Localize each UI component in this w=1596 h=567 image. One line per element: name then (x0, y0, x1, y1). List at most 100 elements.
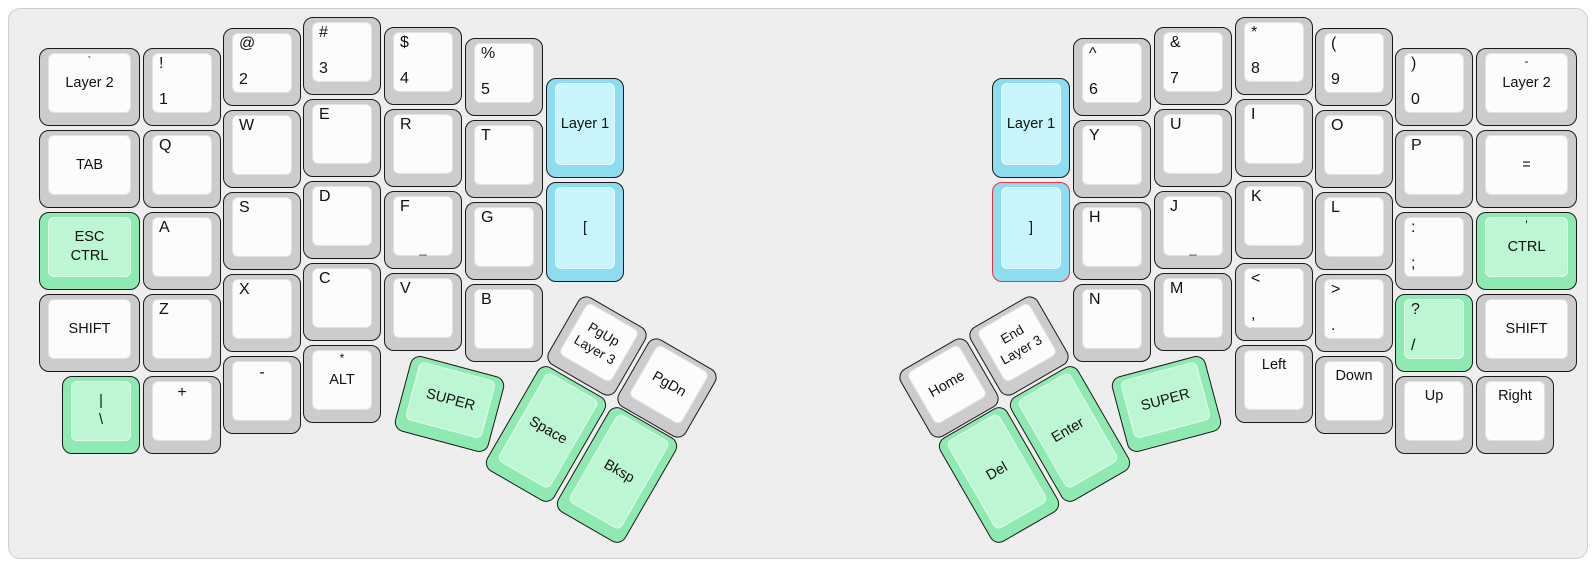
key-pipe-backslash-face: |\ (71, 381, 131, 441)
key-y[interactable]: Y (1073, 120, 1151, 198)
key-1-label: 1 (159, 91, 168, 108)
key-dash-layer2-label: - (1524, 54, 1529, 68)
key-l[interactable]: L (1315, 192, 1393, 270)
key-h[interactable]: H (1073, 202, 1151, 280)
key-6[interactable]: ^6 (1073, 38, 1151, 116)
key-m[interactable]: M (1154, 273, 1232, 351)
key-3-face: #3 (312, 22, 372, 82)
key-b[interactable]: B (465, 284, 543, 362)
key-equals[interactable]: = (1476, 130, 1577, 208)
key-period-face: >. (1324, 279, 1384, 339)
key-2[interactable]: @2 (223, 28, 301, 106)
key-asterisk-alt-label: * (339, 351, 345, 365)
key-f[interactable]: F_ (384, 191, 462, 269)
key-up[interactable]: Up (1395, 376, 1473, 454)
key-e[interactable]: E (303, 99, 381, 177)
key-7[interactable]: &7 (1154, 27, 1232, 105)
key-tab[interactable]: TAB (39, 130, 140, 208)
key-u-label: U (1170, 116, 1182, 133)
key-v[interactable]: V (384, 273, 462, 351)
key-up-face: Up (1404, 381, 1464, 441)
key-m-face: M (1163, 278, 1223, 338)
key-z[interactable]: Z (143, 294, 221, 372)
key-n[interactable]: N (1073, 284, 1151, 362)
key-z-face: Z (152, 299, 212, 359)
key-k[interactable]: K (1235, 181, 1313, 259)
key-pipe-backslash[interactable]: |\ (62, 376, 140, 454)
key-right-face: Right (1485, 381, 1545, 441)
key-i[interactable]: I (1235, 99, 1313, 177)
key-2-label: @ (239, 35, 256, 52)
key-v-label: V (400, 280, 411, 297)
key-r-label: R (400, 116, 412, 133)
key-comma-label: < (1251, 270, 1261, 287)
key-q-label: Q (159, 137, 172, 154)
key-1-label: ! (159, 55, 164, 72)
key-z-label: Z (159, 301, 169, 318)
key-a[interactable]: A (143, 212, 221, 290)
key-g[interactable]: G (465, 202, 543, 280)
key-g-label: G (481, 209, 494, 226)
key-asterisk-alt[interactable]: *ALT (303, 345, 381, 423)
key-left-face: Left (1244, 350, 1304, 410)
key-o-label: O (1331, 117, 1344, 134)
key-j[interactable]: J_ (1154, 191, 1232, 269)
key-layer1-right-face: Layer 1 (1001, 83, 1061, 165)
key-p[interactable]: P (1395, 130, 1473, 208)
key-minus[interactable]: - (223, 356, 301, 434)
key-period[interactable]: >. (1315, 274, 1393, 352)
key-plus[interactable]: + (143, 376, 221, 454)
key-b-face: B (474, 289, 534, 349)
key-c[interactable]: C (303, 263, 381, 341)
key-o[interactable]: O (1315, 110, 1393, 188)
key-s[interactable]: S (223, 192, 301, 270)
key-layer1-right[interactable]: Layer 1 (992, 78, 1070, 178)
key-t[interactable]: T (465, 120, 543, 198)
key-semicolon-label: ; (1411, 255, 1416, 272)
key-down[interactable]: Down (1315, 356, 1393, 434)
key-9[interactable]: (9 (1315, 28, 1393, 106)
key-grave-layer2[interactable]: `Layer 2 (39, 48, 140, 126)
key-rbracket[interactable]: ] (992, 182, 1070, 282)
key-semicolon[interactable]: :; (1395, 212, 1473, 290)
key-0[interactable]: )0 (1395, 48, 1473, 126)
key-asterisk-alt-face: *ALT (312, 350, 372, 410)
key-super-left-face: SUPER (404, 360, 497, 440)
key-dash-layer2-face: -Layer 2 (1485, 53, 1568, 113)
key-comma[interactable]: <, (1235, 263, 1313, 341)
key-q[interactable]: Q (143, 130, 221, 208)
key-r[interactable]: R (384, 109, 462, 187)
key-5[interactable]: %5 (465, 38, 543, 116)
key-3[interactable]: #3 (303, 17, 381, 95)
key-tab-face: TAB (48, 135, 131, 195)
key-shift-left[interactable]: SHIFT (39, 294, 140, 372)
key-layer1-left[interactable]: Layer 1 (546, 78, 624, 178)
key-rbracket-face: ] (1001, 187, 1061, 269)
key-d[interactable]: D (303, 181, 381, 259)
key-equals-face: = (1485, 135, 1568, 195)
key-right[interactable]: Right (1476, 376, 1554, 454)
key-minus-label: - (259, 364, 265, 381)
key-dash-layer2[interactable]: -Layer 2 (1476, 48, 1577, 126)
key-6-face: ^6 (1082, 43, 1142, 103)
key-1[interactable]: !1 (143, 48, 221, 126)
key-u[interactable]: U (1154, 109, 1232, 187)
key-4[interactable]: $4 (384, 27, 462, 105)
key-lbracket[interactable]: [ (546, 182, 624, 282)
key-v-face: V (393, 278, 453, 338)
key-quote-ctrl[interactable]: 'CTRL (1476, 212, 1577, 290)
key-8[interactable]: *8 (1235, 17, 1313, 95)
key-i-label: I (1251, 106, 1256, 123)
key-quote-ctrl-label: ' (1525, 218, 1528, 232)
key-c-label: C (319, 270, 331, 287)
key-left[interactable]: Left (1235, 345, 1313, 423)
key-i-face: I (1244, 104, 1304, 164)
key-left-label: Left (1261, 357, 1287, 373)
key-shift-right[interactable]: SHIFT (1476, 294, 1577, 372)
key-x[interactable]: X (223, 274, 301, 352)
key-w[interactable]: W (223, 110, 301, 188)
key-shift-right-label: SHIFT (1505, 320, 1548, 337)
key-question-slash[interactable]: ?/ (1395, 294, 1473, 372)
